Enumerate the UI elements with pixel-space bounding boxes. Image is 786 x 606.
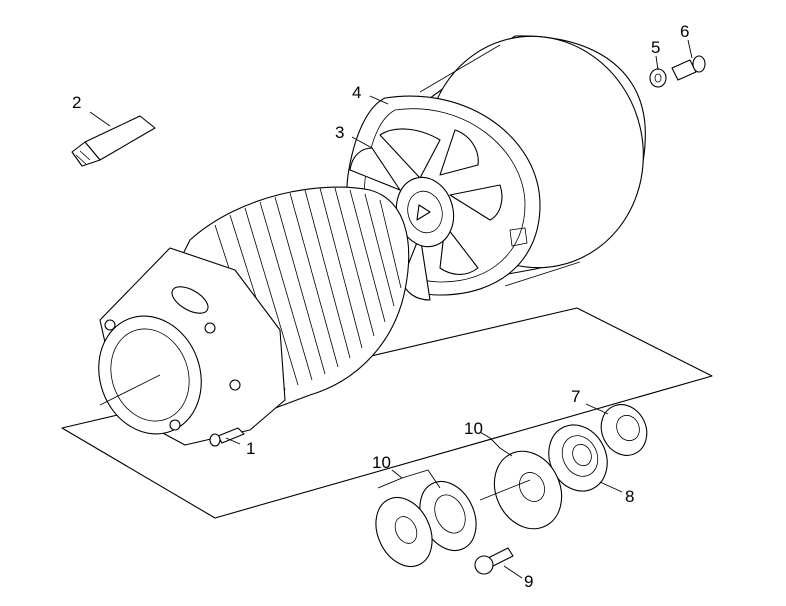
callout-5: 5 bbox=[651, 38, 660, 57]
assembly-plane-outline bbox=[61, 307, 713, 519]
grease-tube-part bbox=[71, 115, 156, 167]
callout-9: 9 bbox=[524, 572, 533, 591]
callout-2: 2 bbox=[72, 93, 81, 112]
callout-1: 1 bbox=[246, 439, 255, 458]
callout-4: 4 bbox=[352, 83, 361, 102]
washer-part bbox=[649, 68, 667, 88]
cover-screw-part bbox=[671, 55, 706, 81]
flange-bolt-part bbox=[474, 547, 514, 575]
seal-ring-part bbox=[600, 404, 648, 456]
callout-8: 8 bbox=[625, 487, 634, 506]
callout-3: 3 bbox=[335, 123, 344, 142]
callout-10-lower: 10 bbox=[372, 453, 391, 472]
bearing-cover-part bbox=[479, 450, 563, 530]
callout-7: 7 bbox=[571, 387, 580, 406]
callout-10-upper: 10 bbox=[464, 419, 483, 438]
motor-housing-part bbox=[98, 186, 410, 446]
thrust-bearing-part bbox=[375, 481, 477, 567]
callout-6: 6 bbox=[680, 22, 689, 41]
fan-impeller-part bbox=[349, 128, 503, 301]
leader-lines bbox=[89, 39, 693, 579]
screw-part bbox=[209, 427, 245, 447]
